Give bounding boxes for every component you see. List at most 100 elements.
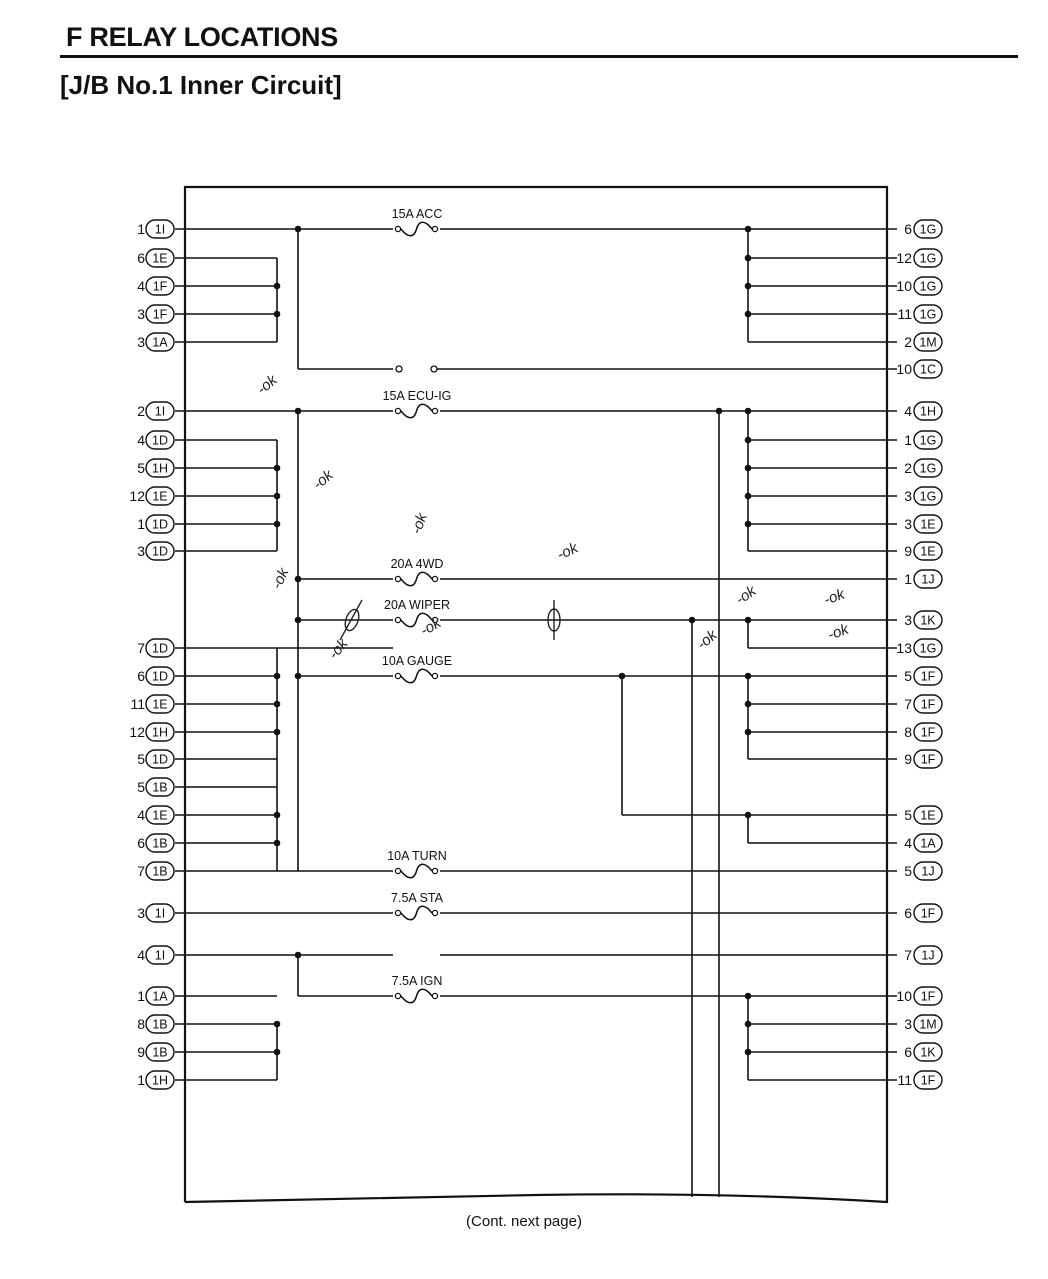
connector-oval — [913, 722, 943, 742]
connector-oval — [145, 903, 175, 923]
pin-number: 3 — [904, 612, 912, 628]
connector-oval — [913, 986, 943, 1006]
fuse-terminal — [431, 867, 439, 875]
connector-terminal-4-1A: 1A4 — [904, 833, 943, 853]
pin-number: 1 — [904, 432, 912, 448]
connector-terminal-3-1M: 1M 3 — [904, 1014, 943, 1034]
connector-terminal-8-1B: 1B8 — [137, 1014, 175, 1034]
switch-contact — [395, 365, 403, 373]
connector-code: 1F — [153, 308, 168, 322]
connector-oval — [145, 694, 175, 714]
fuse-terminal — [431, 225, 439, 233]
pin-number: 4 — [137, 432, 145, 448]
connector-terminal-7-1J: 1J7 — [904, 945, 943, 965]
connector-oval — [913, 805, 943, 825]
junction-dot — [294, 951, 302, 959]
connector-terminal-1-1H: 1H1 — [137, 1070, 175, 1090]
connector-oval — [145, 749, 175, 769]
pin-number: 12 — [896, 250, 912, 266]
pin-number: 9 — [904, 543, 912, 559]
connector-code: 1D — [152, 545, 168, 559]
connector-terminal-6-1K: 1K6 — [904, 1042, 943, 1062]
junction-dot — [744, 407, 752, 415]
connector-code: 1H — [152, 462, 168, 476]
connector-oval — [913, 945, 943, 965]
pin-number: 3 — [904, 1016, 912, 1032]
pin-number: 3 — [904, 516, 912, 532]
connector-code: 1M — [919, 1018, 936, 1032]
junction-dot — [688, 616, 696, 624]
connector-terminal-3-1D: 1D 3 — [137, 541, 175, 561]
fuse-terminal — [394, 616, 402, 624]
connector-terminal-7-1D: 1D7 — [137, 638, 175, 658]
connector-code: 1D — [152, 434, 168, 448]
handwritten-mark — [344, 608, 360, 632]
handwritten-check-note: -ok — [733, 582, 761, 609]
connector-code: 1H — [920, 405, 936, 419]
pin-number: 5 — [137, 751, 145, 767]
pin-number: 2 — [904, 460, 912, 476]
connector-code: 1E — [152, 698, 167, 712]
fuse-terminal — [394, 992, 402, 1000]
pin-number: 4 — [904, 403, 912, 419]
junction-dot — [273, 700, 281, 708]
connector-oval — [913, 610, 943, 630]
pin-number: 5 — [904, 807, 912, 823]
handwritten-check-note: -ok — [325, 635, 352, 663]
connector-code: 1F — [921, 753, 936, 767]
connector-code: 1A — [920, 837, 936, 851]
pin-number: 11 — [897, 306, 912, 322]
connector-oval — [913, 1070, 943, 1090]
pin-number: 3 — [137, 543, 145, 559]
connector-oval — [913, 541, 943, 561]
pin-number: 6 — [137, 835, 145, 851]
connector-code: 1G — [920, 434, 937, 448]
connector-oval — [913, 486, 943, 506]
connector-code: 1B — [152, 837, 167, 851]
connector-oval — [145, 486, 175, 506]
junction-dot — [273, 282, 281, 290]
connector-terminal-5-1E: 1E5 — [904, 805, 943, 825]
connector-oval — [145, 833, 175, 853]
junction-dot — [744, 282, 752, 290]
pin-number: 7 — [904, 947, 912, 963]
connector-oval — [145, 722, 175, 742]
junction-dot — [744, 672, 752, 680]
pin-number: 1 — [137, 516, 145, 532]
connector-code: 1E — [152, 490, 167, 504]
junction-dot — [294, 575, 302, 583]
junction-dot — [744, 492, 752, 500]
pin-number: 2 — [137, 403, 145, 419]
connector-oval — [913, 1042, 943, 1062]
junction-dot — [273, 310, 281, 318]
connector-code: 1F — [921, 990, 936, 1004]
connector-oval — [145, 1070, 175, 1090]
fuse-element — [400, 905, 433, 921]
junction-dot — [294, 616, 302, 624]
junction-dot — [273, 1020, 281, 1028]
connector-code: 1B — [152, 865, 167, 879]
connector-oval — [913, 861, 943, 881]
handwritten-check-note: -ok — [822, 585, 849, 609]
pin-number: 6 — [904, 1044, 912, 1060]
handwritten-check-note: -ok — [694, 626, 722, 653]
connector-code: 1J — [921, 573, 934, 587]
connector-code: 1G — [920, 462, 937, 476]
pin-number: 12 — [129, 724, 145, 740]
junction-dot — [273, 1048, 281, 1056]
fuse-label: 10A TURN — [387, 849, 447, 863]
fuse-terminal — [431, 407, 439, 415]
connector-terminal-9-1F: 1F9 — [904, 749, 943, 769]
pin-number: 7 — [904, 696, 912, 712]
connector-oval — [145, 805, 175, 825]
junction-dot — [294, 407, 302, 415]
connector-terminal-6-1G: 1G6 — [904, 219, 943, 239]
pin-number: 4 — [137, 278, 145, 294]
connector-terminal-6-1E: 1E6 — [137, 248, 175, 268]
fuse-terminal — [431, 909, 439, 917]
switch-contact — [430, 365, 438, 373]
junction-dot — [744, 728, 752, 736]
connector-terminal-1-1D: 1D1 — [137, 514, 175, 534]
